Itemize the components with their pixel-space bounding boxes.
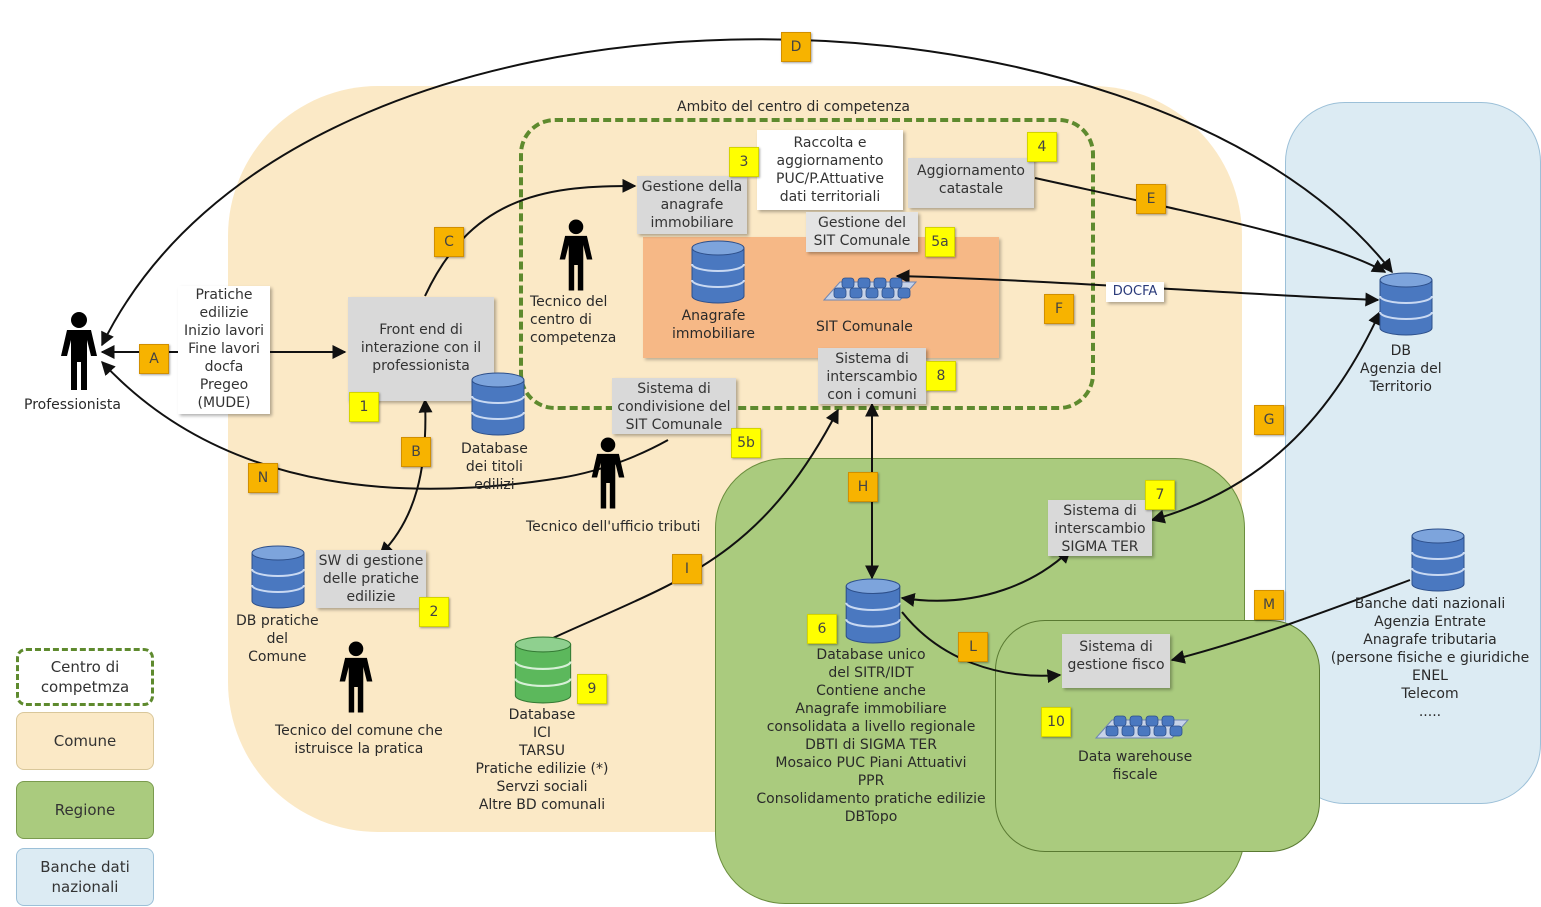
- banche-dati-label: Banche dati nazionali Agenzia Entrate An…: [1330, 596, 1530, 720]
- arrow-c: [424, 178, 637, 297]
- arrow-b: [379, 398, 433, 556]
- tecnico-comune-person-icon: [339, 641, 373, 713]
- pratiche-list: Pratiche edilizie Inizio lavori Fine lav…: [178, 286, 270, 414]
- legend-comune: Comune: [16, 712, 154, 770]
- badge-2: 2: [419, 597, 449, 627]
- db-pratiche-icon: [251, 545, 305, 609]
- arrow-db-sigma: [900, 549, 1071, 607]
- badge-9: 9: [577, 674, 607, 704]
- arrow-n: [101, 360, 669, 490]
- arrow-l: [901, 611, 1062, 684]
- badge-6: 6: [807, 614, 837, 644]
- badge-b: B: [401, 437, 431, 467]
- docfa-label: DOCFA: [1106, 282, 1164, 302]
- badge-i: I: [672, 554, 702, 584]
- db-pratiche-label: DB pratiche del Comune: [236, 613, 319, 665]
- badge-c: C: [434, 227, 464, 257]
- professionista-label: Professionista: [24, 397, 121, 413]
- tecnico-centro-person-icon: [559, 219, 593, 291]
- professionista-person-icon: [61, 312, 97, 390]
- data-warehouse-label: Data warehouse fiscale: [1078, 749, 1193, 783]
- raccolta-box: Raccolta e aggiornamento PUC/P.Attuative…: [757, 130, 903, 210]
- badge-n: N: [248, 463, 278, 493]
- anagrafe-immobiliare-label: Anagrafe immobiliare: [672, 308, 755, 342]
- sit-comunale-label: SIT Comunale: [816, 319, 913, 335]
- legend-banche: Banche dati nazionali: [16, 848, 154, 906]
- sistema-condivisione-box: Sistema di condivisione del SIT Comunale: [612, 378, 736, 434]
- anagrafe-immobiliare-db-icon: [691, 240, 745, 304]
- badge-3: 3: [729, 147, 759, 177]
- badge-e: E: [1136, 184, 1166, 214]
- database-ici-label: Database ICI TARSU Pratiche edilizie (*)…: [475, 707, 609, 813]
- database-ici-icon: [514, 636, 572, 704]
- ambito-label: Ambito del centro di competenza: [677, 99, 911, 115]
- sistema-interscambio-box: Sistema di interscambio con i comuni: [818, 348, 926, 404]
- db-agenzia-label: DB Agenzia del Territorio: [1360, 343, 1442, 395]
- badge-1: 1: [349, 392, 379, 422]
- badge-5a: 5a: [925, 227, 955, 257]
- badge-h: H: [848, 472, 878, 502]
- badge-l: L: [958, 632, 988, 662]
- badge-10: 10: [1041, 707, 1071, 737]
- gestione-sit-box: Gestione del SIT Comunale: [806, 212, 918, 252]
- banche-dati-db-icon: [1411, 528, 1465, 592]
- sit-comunale-cluster-icon: [822, 277, 918, 301]
- front-end-box: Front end di interazione con il professi…: [348, 297, 494, 401]
- database-unico-icon: [845, 578, 901, 644]
- badge-8: 8: [926, 361, 956, 391]
- legend-centro: Centro di competmza: [16, 648, 154, 706]
- badge-4: 4: [1027, 132, 1057, 162]
- sigma-ter-box: Sistema di interscambio SIGMA TER: [1048, 500, 1152, 556]
- tecnico-comune-label: Tecnico del comune che istruisce la prat…: [275, 723, 443, 757]
- badge-f: F: [1044, 294, 1074, 324]
- arrow-g: [1150, 310, 1382, 524]
- db-agenzia-icon: [1379, 272, 1433, 336]
- badge-5b: 5b: [731, 428, 761, 458]
- database-titoli-label: Database dei titoli edilizi: [461, 441, 528, 493]
- database-unico-label: Database unico del SITR/IDT Contiene anc…: [756, 647, 986, 825]
- sw-gestione-box: SW di gestione delle pratiche edilizie: [316, 550, 426, 608]
- arrow-e: [1034, 177, 1387, 273]
- arrow-d: [101, 38, 1393, 347]
- data-warehouse-cluster-icon: [1094, 715, 1190, 739]
- gestione-fisco-box: Sistema di gestione fisco: [1062, 634, 1170, 688]
- badge-g: G: [1254, 405, 1284, 435]
- badge-a: A: [139, 344, 169, 374]
- tecnico-tributi-person-icon: [591, 437, 625, 509]
- aggiornamento-catastale-box: Aggiornamento catastale: [908, 158, 1034, 208]
- tecnico-tributi-label: Tecnico dell'ufficio tributi: [526, 519, 701, 535]
- badge-7: 7: [1145, 480, 1175, 510]
- legend-regione: Regione: [16, 781, 154, 839]
- arrow-i: [552, 408, 839, 639]
- arrow-m: [1170, 579, 1411, 664]
- gestione-anagrafe-box: Gestione della anagrafe immobiliare: [637, 176, 747, 234]
- database-titoli-icon: [471, 372, 525, 436]
- badge-d: D: [781, 32, 811, 62]
- tecnico-centro-label: Tecnico del centro di competenza: [530, 294, 617, 346]
- badge-m: M: [1254, 590, 1284, 620]
